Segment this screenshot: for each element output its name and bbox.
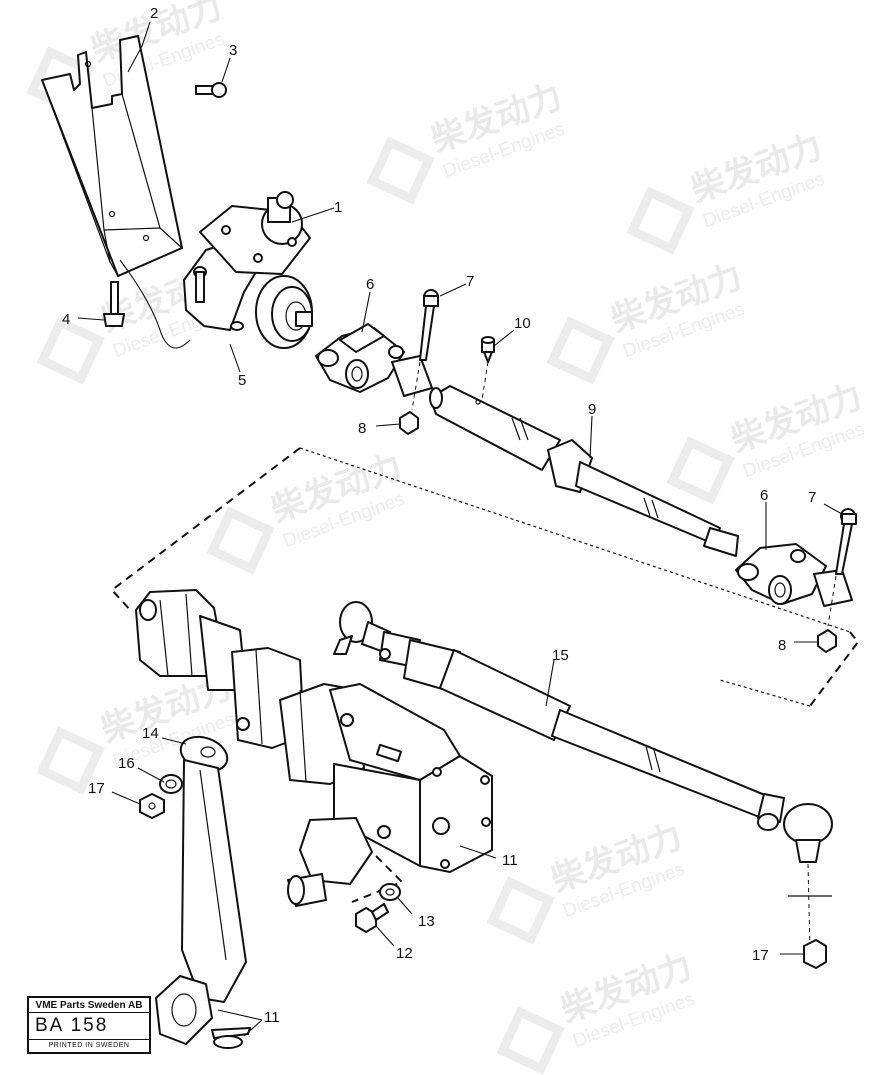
callout-8-upper: 8 xyxy=(358,420,366,437)
callout-7-lower: 7 xyxy=(808,489,816,506)
dashed-assembly-link xyxy=(110,447,860,707)
bolt-part-4 xyxy=(103,281,125,327)
callout-9: 9 xyxy=(588,401,596,418)
callout-10: 10 xyxy=(514,315,531,332)
callout-3: 3 xyxy=(229,42,237,59)
nut-part-8-upper xyxy=(399,411,419,435)
bolt-part-7-lower xyxy=(835,508,857,575)
callout-1: 1 xyxy=(334,199,342,216)
callout-5: 5 xyxy=(238,372,246,389)
watermark: 柴发动力 Diesel-Engines xyxy=(546,256,748,385)
callout-7-upper: 7 xyxy=(466,273,474,290)
callout-6-lower: 6 xyxy=(760,487,768,504)
bolt-part-7-upper xyxy=(419,289,439,361)
watermark: 柴发动力 Diesel-Engines xyxy=(486,816,688,945)
plate-company: VME Parts Sweden AB xyxy=(29,998,149,1013)
callout-17-right: 17 xyxy=(752,947,769,964)
bracket-part-2 xyxy=(41,35,183,277)
steering-gear-part-11 xyxy=(135,589,493,907)
washer-part-16 xyxy=(159,774,183,794)
callout-17-left: 17 xyxy=(88,780,105,797)
steering-box-part-1 xyxy=(183,191,313,349)
universal-joint-part-6-upper xyxy=(315,323,433,397)
callout-11-nut: 11 xyxy=(264,1009,280,1026)
callout-16: 16 xyxy=(118,755,135,772)
callout-13: 13 xyxy=(418,913,435,930)
watermark: 柴发动力 Diesel-Engines xyxy=(206,446,408,575)
bolt-part-12 xyxy=(355,903,389,933)
nut-part-8-lower xyxy=(817,629,837,653)
pitman-arm-part-14 xyxy=(179,735,247,1003)
callout-12: 12 xyxy=(396,945,413,962)
leader-lines xyxy=(77,21,843,1037)
callout-4: 4 xyxy=(62,311,70,328)
track-rod-part-15 xyxy=(333,601,833,863)
watermark: 柴发动力 Diesel-Engines xyxy=(496,946,698,1075)
watermark: 柴发动力 Diesel-Engines xyxy=(626,126,828,255)
callout-2: 2 xyxy=(150,5,158,22)
callout-11-gear: 11 xyxy=(502,852,518,869)
nut-part-17-right xyxy=(803,939,827,969)
callout-15: 15 xyxy=(552,647,569,664)
callout-14: 14 xyxy=(142,725,159,742)
watermark: 柴发动力 Diesel-Engines xyxy=(366,76,568,205)
shaft-part-9 xyxy=(429,385,739,557)
bolt-part-3 xyxy=(195,82,227,98)
plate-code: BA 158 xyxy=(35,1015,109,1036)
grease-nipple-part-10 xyxy=(481,336,495,363)
washer-part-13 xyxy=(379,883,401,901)
callout-6-upper: 6 xyxy=(366,276,374,293)
plate-printed: PRINTED IN SWEDEN xyxy=(29,1039,149,1049)
universal-joint-part-6-lower xyxy=(735,543,853,607)
callout-8-lower: 8 xyxy=(778,637,786,654)
nut-part-17-left xyxy=(139,793,165,819)
castle-nut-part-11 xyxy=(155,975,251,1049)
callout-labels: 1 2 3 4 5 6 6 7 7 8 8 9 10 11 11 12 13 1… xyxy=(62,5,816,1026)
document-plate: VME Parts Sweden AB BA 158 PRINTED IN SW… xyxy=(27,996,151,1054)
